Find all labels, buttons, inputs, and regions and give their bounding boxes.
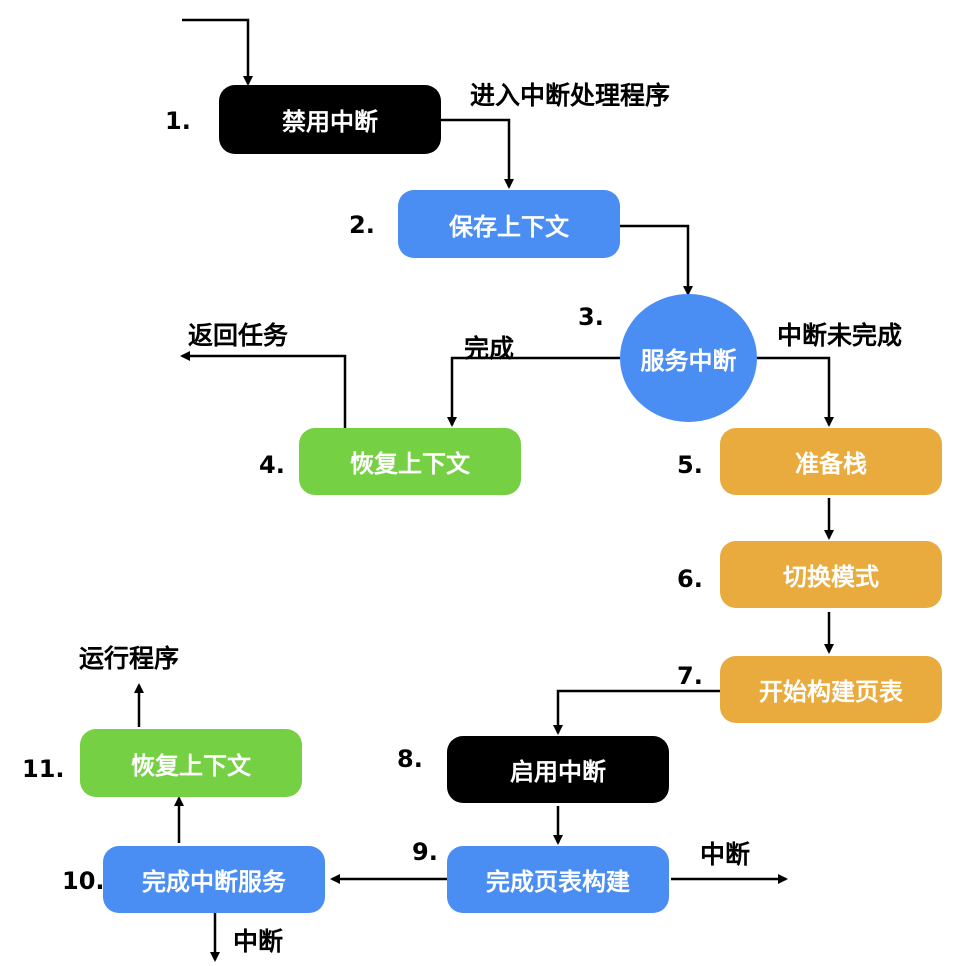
step-11-number: 11. bbox=[22, 755, 65, 783]
label-interrupt-bottom: 中断 bbox=[233, 927, 284, 956]
step-8-label: 启用中断 bbox=[510, 758, 606, 786]
label-not-done: 中断未完成 bbox=[777, 321, 903, 350]
label-interrupt-right: 中断 bbox=[700, 840, 751, 869]
arrow-step1-to-step2 bbox=[441, 118, 514, 189]
arrow-step2-to-step3 bbox=[620, 224, 693, 296]
step-1-number: 1. bbox=[165, 107, 191, 135]
arrow-step3-to-step5 bbox=[757, 356, 834, 427]
step-3-label: 服务中断 bbox=[640, 346, 737, 375]
arrow-step4-to-return bbox=[180, 351, 347, 428]
label-return-task: 返回任务 bbox=[188, 321, 289, 350]
step-2-number: 2. bbox=[349, 211, 375, 239]
step-3-number: 3. bbox=[578, 303, 604, 331]
arrow-step7-to-step8 bbox=[553, 689, 720, 735]
step-9-number: 9. bbox=[412, 838, 438, 866]
step-10-number: 10. bbox=[62, 867, 105, 895]
step-8-number: 8. bbox=[397, 745, 423, 773]
step-11-label: 恢复上下文 bbox=[131, 751, 251, 780]
step-6-label: 切换模式 bbox=[783, 563, 879, 591]
step-10-label: 完成中断服务 bbox=[142, 868, 286, 896]
step-6-number: 6. bbox=[677, 565, 703, 593]
step-5-label: 准备栈 bbox=[795, 450, 867, 478]
step-7-number: 7. bbox=[677, 662, 703, 690]
label-run-program: 运行程序 bbox=[79, 644, 180, 673]
step-2-save-context: 保存上下文 bbox=[398, 190, 620, 258]
step-9-finish-page-table: 完成页表构建 bbox=[447, 846, 669, 913]
step-1-disable-interrupts: 禁用中断 bbox=[219, 85, 441, 154]
step-4-restore-context: 恢复上下文 bbox=[299, 428, 521, 495]
step-4-number: 4. bbox=[259, 451, 285, 479]
step-10-finish-service: 完成中断服务 bbox=[103, 846, 325, 913]
step-4-label: 恢复上下文 bbox=[350, 450, 470, 478]
step-7-label: 开始构建页表 bbox=[759, 678, 903, 706]
step-2-label: 保存上下文 bbox=[449, 212, 569, 241]
step-5-prepare-stack: 准备栈 bbox=[720, 428, 942, 495]
step-9-label: 完成页表构建 bbox=[486, 868, 630, 896]
step-6-switch-mode: 切换模式 bbox=[720, 541, 942, 608]
step-5-number: 5. bbox=[677, 451, 703, 479]
label-enter-handler: 进入中断处理程序 bbox=[470, 81, 671, 110]
step-8-enable-interrupts: 启用中断 bbox=[447, 736, 669, 803]
arrow-entry-to-step1 bbox=[182, 18, 253, 86]
step-11-restore-context: 恢复上下文 bbox=[80, 729, 302, 797]
arrow-step3-to-step4 bbox=[447, 356, 620, 427]
step-7-begin-page-table: 开始构建页表 bbox=[720, 656, 942, 723]
label-done: 完成 bbox=[464, 334, 515, 363]
step-3-service-interrupt: 服务中断 bbox=[620, 294, 757, 422]
step-1-label: 禁用中断 bbox=[282, 108, 378, 136]
